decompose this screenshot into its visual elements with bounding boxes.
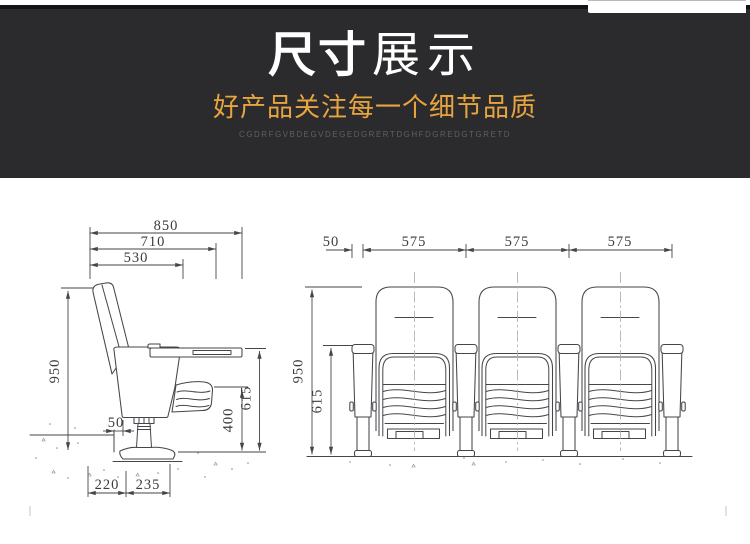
page-edge-ticks xyxy=(29,506,727,516)
dim-710: 710 xyxy=(141,234,166,250)
dim-front-50: 50 xyxy=(323,234,340,250)
front-ground-speckles xyxy=(349,457,661,468)
dim-530: 530 xyxy=(124,250,149,266)
dim-front-950: 950 xyxy=(291,359,307,384)
dim-pitch-3: 575 xyxy=(608,234,633,250)
side-top-dimensions: 850 710 530 xyxy=(89,218,243,279)
dim-side-950: 950 xyxy=(47,359,63,384)
page-title: 尺寸展示 xyxy=(0,30,750,82)
dim-850: 850 xyxy=(154,218,179,234)
title-bold-text: 尺寸 xyxy=(267,29,368,82)
tagline-text: CGDRFGVBDEGVDEGEDGRERTDGHFDGREDGTGRETD xyxy=(239,130,511,139)
front-chairs xyxy=(306,272,693,458)
dim-front-615: 615 xyxy=(310,389,326,414)
side-ground-speckles xyxy=(35,423,249,479)
front-view: 50 575 575 575 950 615 xyxy=(291,234,693,468)
dim-235: 235 xyxy=(136,477,161,493)
dim-220: 220 xyxy=(95,477,120,493)
side-bottom-dimensions: 220 235 xyxy=(87,464,171,497)
header-banner: 尺寸展示 好产品关注每一个细节品质 CGDRFGVBDEGVDEGEDGRERT… xyxy=(0,5,750,178)
dim-side-400: 400 xyxy=(221,408,237,433)
top-right-notch xyxy=(588,0,746,13)
side-offset-dimension: 50 xyxy=(103,415,134,436)
dim-side-615: 615 xyxy=(239,386,255,411)
title-light-text: 展示 xyxy=(372,29,483,82)
side-height-dimension: 950 xyxy=(47,287,94,450)
armrest-stanchions xyxy=(349,343,686,458)
dim-side-50: 50 xyxy=(108,415,125,431)
front-height-dimensions: 950 615 xyxy=(291,286,362,455)
chair-side-silhouette xyxy=(92,282,243,462)
side-seat-height-dimensions: 400 615 xyxy=(178,348,266,453)
side-view: 850 710 530 950 xyxy=(29,218,266,497)
dim-pitch-2: 575 xyxy=(505,234,530,250)
seat-centerlines xyxy=(414,272,621,451)
dim-pitch-1: 575 xyxy=(402,234,427,250)
subtitle-text: 好产品关注每一个细节品质 xyxy=(212,92,537,122)
front-top-dimensions: 50 575 575 575 xyxy=(323,234,673,258)
